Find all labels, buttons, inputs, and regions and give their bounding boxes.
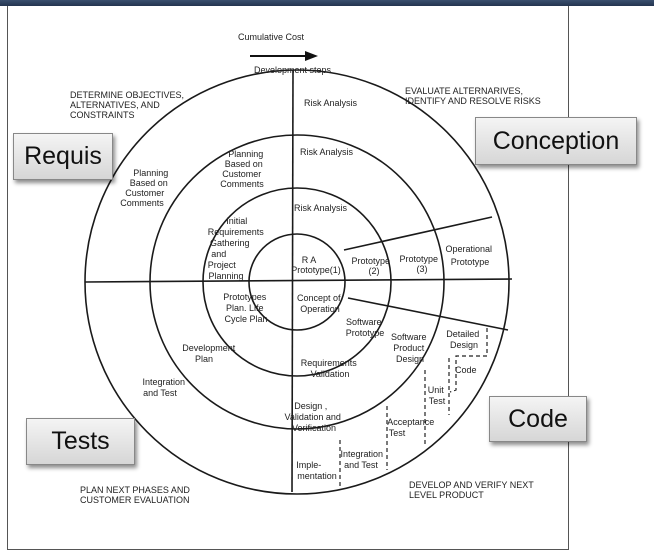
requirements-validation-label: Requirements Validation: [301, 358, 360, 379]
development-plan-label: Development Plan: [182, 343, 238, 364]
unit-test-label: Unit Test: [428, 385, 447, 406]
cumulative-cost-arrow: [250, 51, 318, 61]
requis-callout: Requis: [13, 133, 113, 180]
risk-analysis-middle: Risk Analysis: [300, 147, 354, 157]
prototype-3-label: Prototype (3): [399, 254, 440, 274]
window-top-bar: [0, 0, 654, 6]
initial-requirements-label: Initial Requirements Gathering and Proje…: [208, 216, 267, 281]
code-callout: Code: [489, 396, 587, 442]
conception-callout: Conception: [475, 117, 637, 165]
planning-middle-label: Planning Based on Customer Comments: [220, 149, 266, 189]
tests-callout: Tests: [26, 418, 135, 465]
cumulative-cost-label: Cumulative Cost: [238, 32, 305, 42]
dashed-line-detailed-design: [449, 328, 488, 393]
quadrant-bottom-right-label: DEVELOP AND VERIFY NEXT LEVEL PRODUCT: [409, 480, 536, 500]
quadrant-top-right-label: EVALUATE ALTERNARIVES, IDENTIFY AND RESO…: [405, 86, 541, 106]
software-product-design-label: Software Product Design: [391, 332, 429, 364]
spiral-ring-1: [248, 233, 346, 331]
planning-outer-label: Planning Based on Customer Comments: [120, 168, 171, 208]
acceptance-test-label: Acceptance Test: [387, 417, 437, 438]
spiral-ring-2: [202, 187, 392, 377]
vertical-axis: [291, 69, 294, 493]
prototypes-plan-label: Prototypes Plan. Life Cycle Plan: [223, 292, 269, 324]
operational-prototype-label: Operational Prototype: [445, 244, 494, 267]
detailed-design-label: Detailed Design: [446, 329, 482, 350]
prototype-2-label: Prototype (2): [351, 256, 392, 276]
risk-analysis-inner: Risk Analysis: [294, 203, 348, 213]
risk-analysis-outer: Risk Analysis: [304, 98, 358, 108]
design-validation-label: Design , Validation and Verification: [285, 401, 344, 433]
development-steps-label: Development steps: [254, 65, 332, 75]
code-step-label: Code: [455, 365, 477, 375]
quadrant-top-left-label: DETERMINE OBJECTIVES, ALTERNATIVES, AND …: [70, 90, 187, 120]
quadrant-bottom-left-label: PLAN NEXT PHASES AND CUSTOMER EVALUATION: [80, 485, 192, 505]
integration-test-right-label: Integration and Test: [340, 449, 385, 470]
concept-of-operation-label: Concept of Operation: [297, 293, 343, 314]
software-prototype-label: Software Prototype: [346, 317, 385, 338]
implementation-label: Imple- mentation: [296, 460, 337, 481]
prototype-upper-line: [343, 216, 493, 251]
integration-test-left-label: Integration and Test: [142, 377, 187, 398]
prototype-lower-line: [347, 297, 509, 331]
ra-prototype-label: R A Prototype(1): [291, 255, 341, 275]
horizontal-axis: [84, 278, 513, 283]
